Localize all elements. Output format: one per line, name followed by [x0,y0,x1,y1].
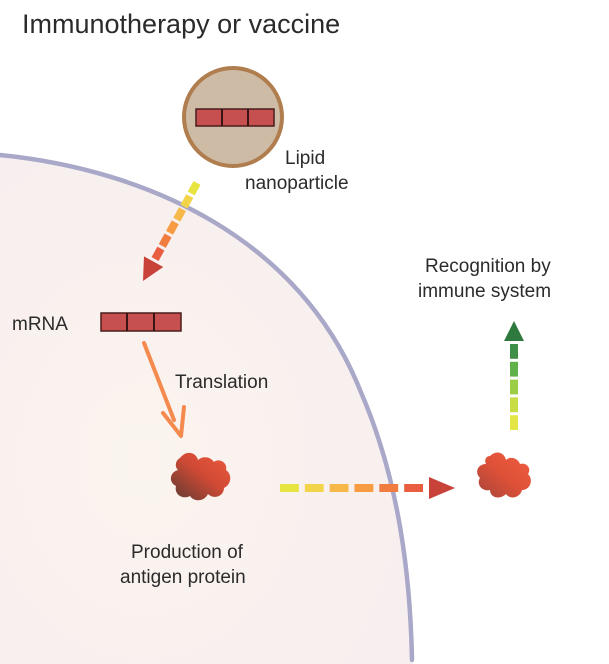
antigen-protein-icon [477,452,531,498]
arrow-head [504,321,524,341]
secretion-arrow [280,477,455,499]
production-label-line1: Production of [131,542,244,563]
production-label-line2: antigen protein [120,567,246,588]
arrow-segment [173,207,187,222]
lipid-label-line1: Lipid [285,148,325,169]
arrow-segment [151,246,165,262]
mrna-strand-icon [195,108,275,127]
arrow-head [143,256,164,281]
recognition-arrow [504,321,524,430]
uptake-arrow [143,181,201,281]
diagram-title: Immunotherapy or vaccine [22,9,340,39]
cell-membrane [0,152,415,663]
lipid-nanoparticle-icon [182,66,284,168]
mrna-strand-icon [100,312,182,332]
arrow-segment [166,220,179,235]
arrow-head [429,477,455,499]
recognition-label-line2: immune system [418,281,551,302]
translation-label: Translation [175,372,268,393]
arrow-segment [158,233,172,248]
recognition-label-line1: Recognition by [425,256,551,277]
mrna-label: mRNA [12,314,68,335]
arrow-segment [187,181,201,196]
translation-arrow [142,341,186,438]
arrow-segment [180,194,194,209]
antigen-protein-icon [170,452,231,501]
cell-body [0,155,413,664]
lipid-label-line2: nanoparticle [245,173,349,194]
